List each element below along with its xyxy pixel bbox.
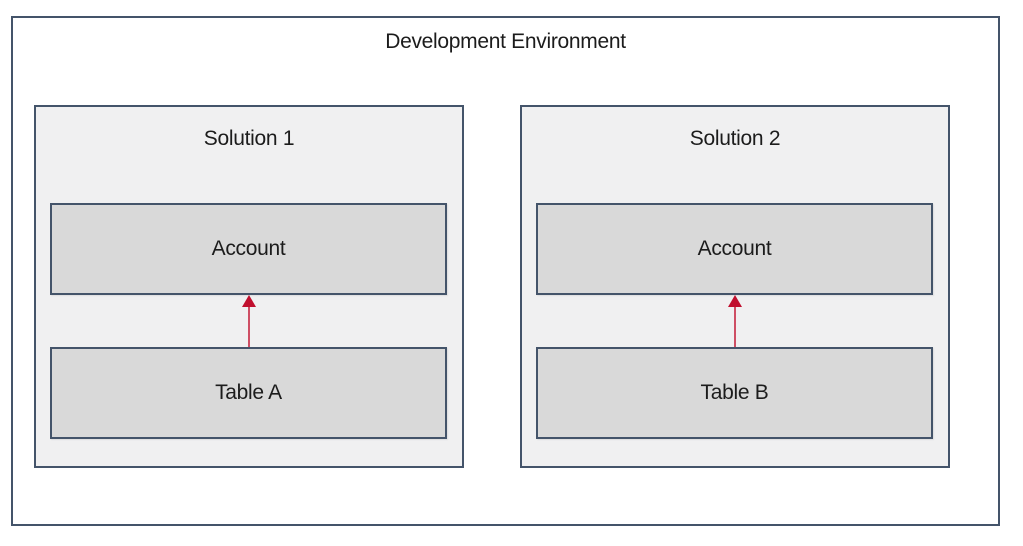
solution-2-box: Solution 2 Account Table B <box>520 105 950 468</box>
solution-1-title: Solution 1 <box>203 127 295 150</box>
solution-1-account-node: Account <box>50 203 447 295</box>
solution-2-table-node: Table B <box>536 347 933 439</box>
solution-1-box: Solution 1 Account Table A <box>34 105 464 468</box>
arrow-stem <box>248 304 250 347</box>
arrow-head-icon <box>728 295 742 307</box>
arrow-head-icon <box>242 295 256 307</box>
solution-2-title: Solution 2 <box>689 127 781 150</box>
development-environment-box: Development Environment Solution 1 Accou… <box>11 16 1000 526</box>
solution-2-account-node: Account <box>536 203 933 295</box>
environment-title: Development Environment <box>385 30 626 53</box>
arrow-stem <box>734 304 736 347</box>
solution-1-table-node: Table A <box>50 347 447 439</box>
